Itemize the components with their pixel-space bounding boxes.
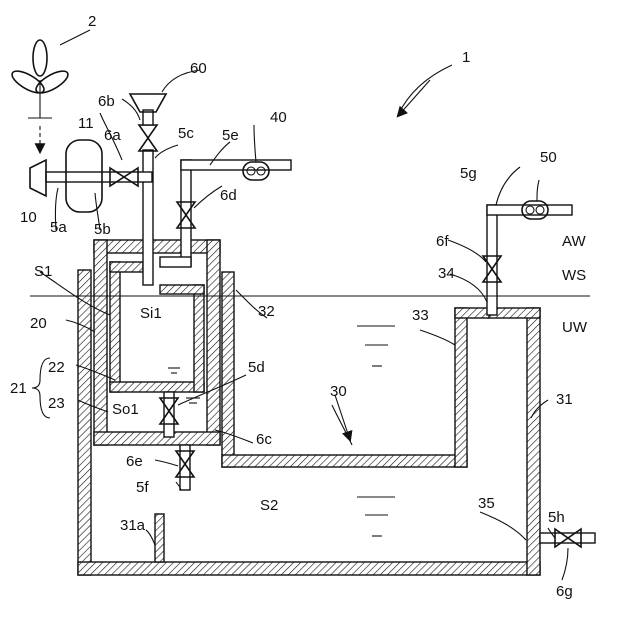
label-23: 23 [48,395,65,412]
label-30: 30 [330,383,347,400]
label-21: 21 [10,380,27,397]
label-6b: 6b [98,93,115,110]
label-35: 35 [478,495,495,512]
label-6f: 6f [436,233,449,250]
label-31: 31 [556,391,573,408]
label-22: 22 [48,359,65,376]
label-5h: 5h [548,509,565,526]
arrow-1 [398,80,430,116]
vessel-22 [110,262,204,392]
label-6a: 6a [104,127,121,144]
label-5g: 5g [460,165,477,182]
label-2: 2 [88,13,96,30]
label-11: 11 [78,115,94,132]
label-si1: Si1 [140,305,162,322]
label-s2: S2 [260,497,278,514]
label-10: 10 [20,209,37,226]
label-6c: 6c [256,431,272,448]
partition-31a [155,514,164,562]
label-50: 50 [540,149,557,166]
label-33: 33 [412,307,429,324]
pipe-5a-5b [46,172,152,182]
pipe-5e-horizontal [181,160,291,170]
valve-6b-icon [139,110,157,151]
label-40: 40 [270,109,287,126]
label-31a: 31a [120,517,146,534]
pipe-5g-vertical [487,205,497,315]
label-5c: 5c [178,125,194,142]
label-s1: S1 [34,263,52,280]
pipe-5e-inner [160,257,191,267]
label-34: 34 [438,265,455,282]
label-1: 1 [462,49,470,66]
pipe-5c-vertical [143,150,153,285]
label-6g: 6g [556,583,573,600]
label-uw: UW [562,319,588,336]
label-5f: 5f [136,479,149,496]
label-6e: 6e [126,453,143,470]
label-32: 32 [258,303,275,320]
arrow-30 [335,395,350,440]
label-6d: 6d [220,187,237,204]
label-5b: 5b [94,221,111,238]
label-60: 60 [190,60,207,77]
pipe-5e-vertical [181,160,191,266]
label-5a: 5a [50,219,67,236]
label-5e: 5e [222,127,239,144]
label-5d: 5d [248,359,265,376]
windmill-icon [9,40,71,152]
label-ws: WS [562,267,586,284]
compressor-10 [30,160,46,196]
label-aw: AW [562,233,586,250]
label-20: 20 [30,315,47,332]
label-so1: So1 [112,401,139,418]
